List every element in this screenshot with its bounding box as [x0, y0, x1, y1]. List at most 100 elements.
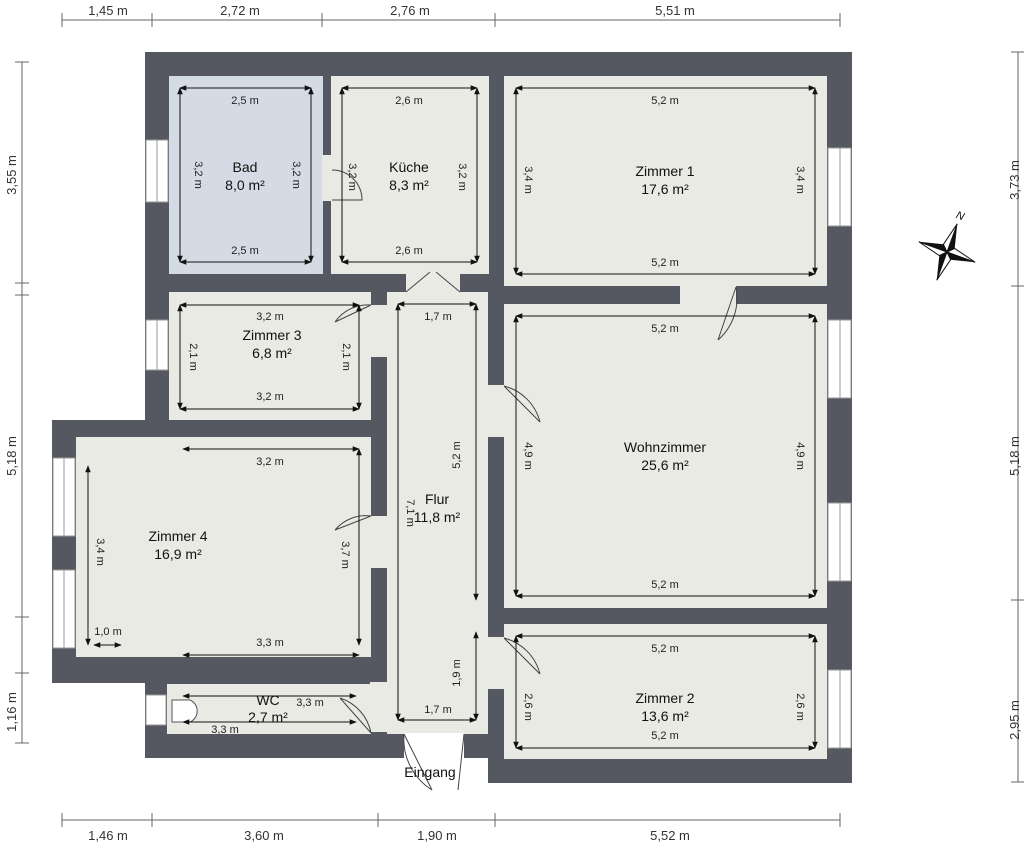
room-area-zimmer1: 17,6 m²	[641, 181, 689, 197]
wohn-dim-right: 4,9 m	[794, 442, 806, 470]
room-name-kueche: Küche	[389, 159, 429, 175]
zimmer2-dim-top: 5,2 m	[651, 643, 679, 655]
flur-dim-long: 7,1 m	[404, 499, 416, 527]
entrance-label: Eingang	[404, 764, 455, 780]
dim-top-2: 2,72 m	[220, 3, 260, 18]
dim-left-3: 1,16 m	[4, 692, 19, 732]
room-dimension-labels: 2,5 m 2,5 m 3,2 m 3,2 m 2,6 m 2,6 m 3,2 …	[94, 95, 806, 742]
flur-dim-mid: 5,2 m	[451, 441, 463, 469]
floor-wohnzimmer	[504, 304, 827, 608]
room-area-bad: 8,0 m²	[225, 177, 265, 193]
door-zimmer4	[334, 515, 372, 531]
dim-top-1: 1,45 m	[88, 3, 128, 18]
door-gap-bad	[322, 155, 332, 201]
room-area-zimmer3: 6,8 m²	[252, 345, 292, 361]
zimmer3-dim-left: 2,1 m	[187, 343, 199, 371]
wohn-dim-left: 4,9 m	[522, 442, 534, 470]
door-wc	[339, 697, 372, 734]
room-floors	[76, 76, 827, 759]
floor-bad	[169, 76, 323, 274]
toilet-icon	[171, 699, 198, 723]
dim-bottom-2: 3,60 m	[244, 828, 284, 843]
room-area-zimmer2: 13,6 m²	[641, 708, 689, 724]
room-name-zimmer3: Zimmer 3	[242, 327, 301, 343]
door-gap-wc	[370, 682, 388, 732]
zimmer4-dim-small: 1,0 m	[94, 626, 122, 638]
room-name-zimmer2: Zimmer 2	[635, 690, 694, 706]
room-area-flur: 11,8 m²	[414, 509, 461, 525]
door-kueche	[405, 271, 461, 293]
floor-zimmer3	[169, 292, 371, 420]
flur-dim-top: 1,7 m	[424, 311, 452, 323]
room-area-wohnzimmer: 25,6 m²	[641, 457, 689, 473]
exterior-dimension-labels: 1,45 m 2,72 m 2,76 m 5,51 m 1,46 m 3,60 …	[4, 3, 1022, 843]
dim-top-3: 2,76 m	[390, 3, 430, 18]
dim-left-2: 5,18 m	[4, 436, 19, 476]
room-dimension-lines	[85, 85, 818, 751]
room-name-wohnzimmer: Wohnzimmer	[624, 439, 707, 455]
zimmer3-dim-bottom: 3,2 m	[256, 391, 284, 403]
dim-right-1: 3,73 m	[1007, 160, 1022, 200]
door-zimmer2	[503, 637, 541, 675]
compass-north-label: N	[954, 209, 966, 223]
room-name-wc: WC	[256, 692, 279, 708]
room-labels: Bad 8,0 m² Küche 8,3 m² Zimmer 1 17,6 m²…	[148, 159, 706, 725]
door-entrance	[403, 733, 465, 791]
room-name-zimmer1: Zimmer 1	[635, 163, 694, 179]
zimmer4-dim-right: 3,7 m	[339, 541, 351, 569]
door-gap-zimmer3	[370, 305, 388, 357]
door-gap-wohn	[487, 385, 505, 437]
dim-bottom-1: 1,46 m	[88, 828, 128, 843]
bad-dim-left: 3,2 m	[192, 161, 204, 189]
room-name-flur: Flur	[425, 491, 449, 507]
floor-zimmer2	[504, 624, 827, 759]
kueche-dim-right: 3,2 m	[456, 163, 468, 191]
dim-right-3: 2,95 m	[1007, 700, 1022, 740]
kueche-dim-bottom: 2,6 m	[395, 245, 423, 257]
room-area-kueche: 8,3 m²	[389, 177, 429, 193]
door-wohnzimmer	[503, 385, 541, 423]
kueche-dim-left: 3,2 m	[346, 163, 358, 191]
zimmer2-dim-left: 2,6 m	[522, 693, 534, 721]
room-name-bad: Bad	[233, 159, 258, 175]
flur-dim-bottom: 1,7 m	[424, 704, 452, 716]
window-wc	[145, 694, 167, 726]
door-gap-entrance	[404, 733, 464, 759]
door-bad	[331, 169, 363, 201]
dim-bottom-4: 5,52 m	[650, 828, 690, 843]
dim-bottom-3: 1,90 m	[417, 828, 457, 843]
kueche-dim-top: 2,6 m	[395, 95, 423, 107]
wohn-dim-top: 5,2 m	[651, 323, 679, 335]
door-gap-zimmer2	[487, 637, 505, 689]
zimmer4-dim-bottom: 3,3 m	[256, 637, 284, 649]
door-gap-zimmer1	[680, 286, 736, 305]
compass-icon: N	[918, 209, 976, 281]
dim-right-2: 5,18 m	[1007, 436, 1022, 476]
room-area-wc: 2,7 m²	[248, 709, 288, 725]
doors	[322, 155, 738, 791]
zimmer1-dim-right: 3,4 m	[794, 166, 806, 194]
zimmer3-dim-right: 2,1 m	[340, 343, 352, 371]
dim-top-4: 5,51 m	[655, 3, 695, 18]
wc-dim-top: 3,3 m	[296, 697, 324, 709]
floor-zimmer1	[504, 76, 827, 286]
floor-kueche	[331, 76, 489, 274]
zimmer4-dim-top: 3,2 m	[256, 456, 284, 468]
zimmer1-dim-bottom: 5,2 m	[651, 257, 679, 269]
door-gap-kueche	[406, 273, 460, 293]
bad-dim-right: 3,2 m	[290, 161, 302, 189]
floor-zimmer4	[76, 437, 371, 657]
zimmer2-dim-bottom: 5,2 m	[651, 730, 679, 742]
dim-left-1: 3,55 m	[4, 155, 19, 195]
zimmer3-dim-top: 3,2 m	[256, 311, 284, 323]
zimmer2-dim-right: 2,6 m	[794, 693, 806, 721]
room-name-zimmer4: Zimmer 4	[148, 528, 207, 544]
exterior-dimensions	[15, 13, 1024, 827]
door-zimmer3	[334, 304, 372, 323]
door-gap-zimmer4	[370, 516, 388, 568]
windows	[52, 139, 852, 749]
floor-flur	[387, 292, 488, 734]
wohn-dim-bottom: 5,2 m	[651, 579, 679, 591]
zimmer4-dim-left: 3,4 m	[94, 538, 106, 566]
